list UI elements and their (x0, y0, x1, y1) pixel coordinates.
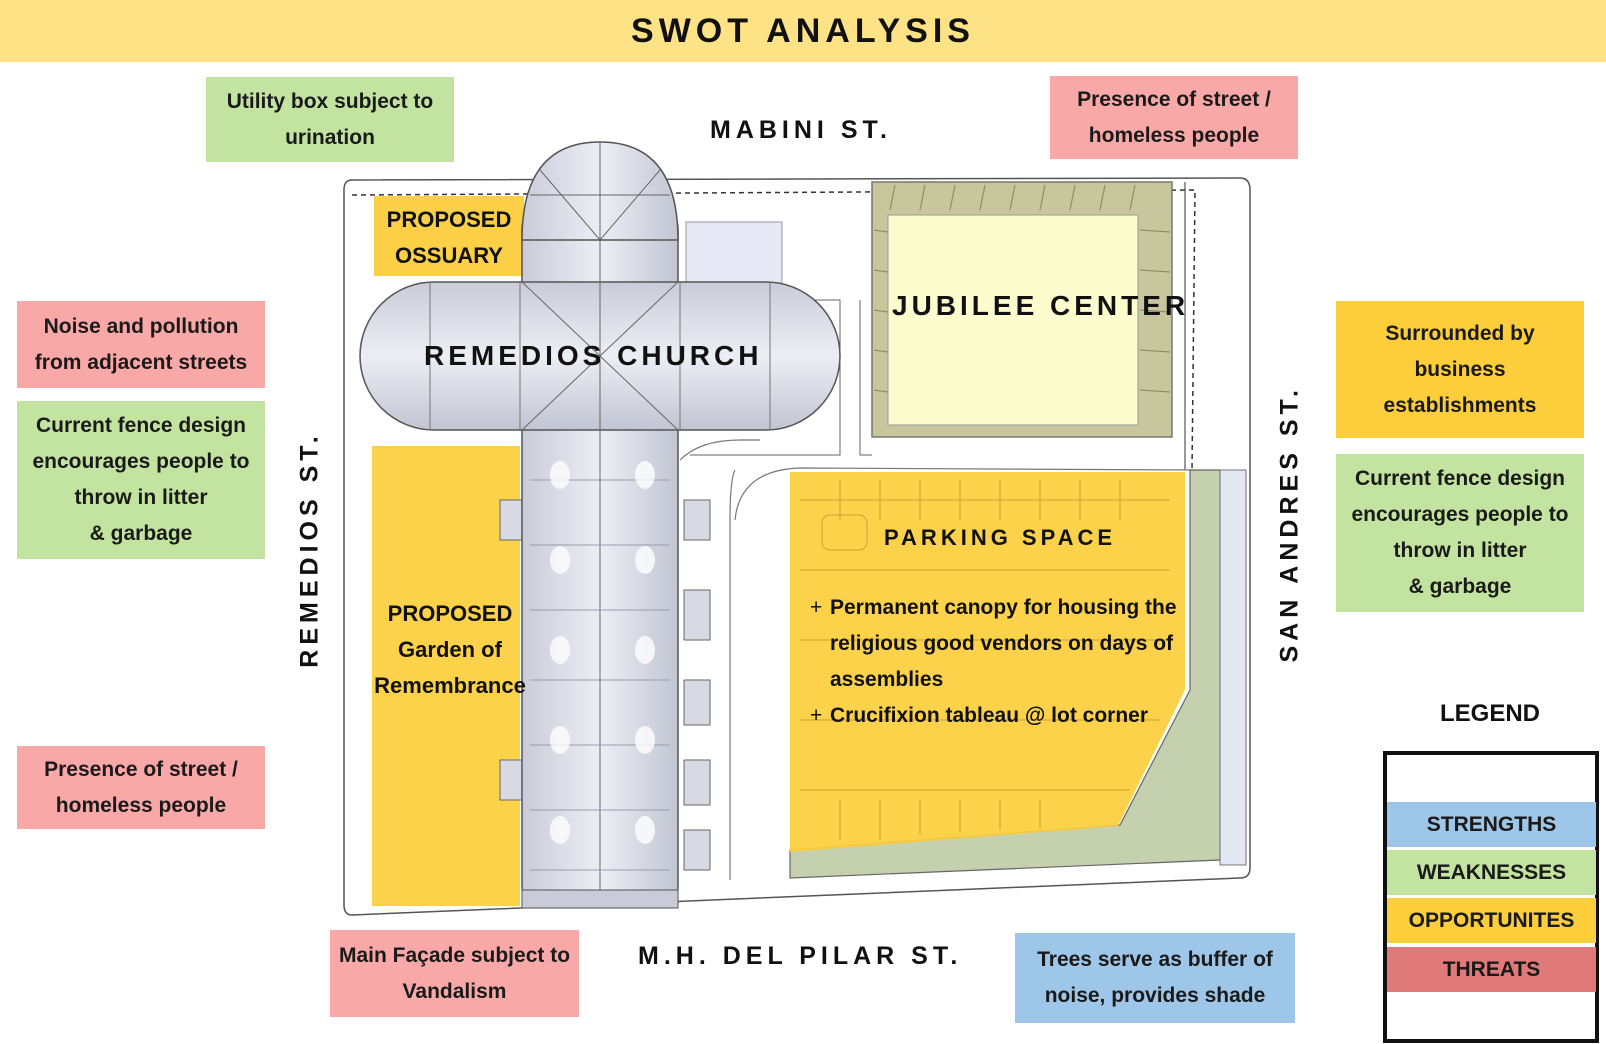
legend-weaknesses: WEAKNESSES (1387, 850, 1596, 895)
title-banner (0, 0, 1606, 62)
street-san-andres: SAN ANDRES ST. (1275, 385, 1304, 663)
sidewalk-strip (1219, 469, 1247, 866)
parking-label: PARKING SPACE (884, 525, 1117, 550)
garden-label: PROPOSED Garden of Remembrance (374, 601, 526, 698)
bullet-canopy: + Permanent canopy for housing the relig… (810, 590, 1180, 698)
jubilee-label: JUBILEE CENTER (892, 290, 1190, 321)
note-facade: Main Façade subject to Vandalism (330, 930, 579, 1017)
note-trees: Trees serve as buffer of noise, provides… (1015, 933, 1295, 1023)
plus-icon: + (810, 596, 823, 619)
bullet-tableau: + Crucifixion tableau @ lot corner (810, 698, 1180, 734)
parking-bullets: + Permanent canopy for housing the relig… (810, 590, 1180, 734)
legend-threats: THREATS (1387, 947, 1596, 992)
legend-opportunities: OPPORTUNITES (1387, 898, 1596, 943)
page-title: SWOT ANALYSIS (631, 12, 975, 50)
ossuary-area (374, 196, 524, 276)
legend-box (1383, 751, 1599, 1043)
jubilee-floor (887, 214, 1139, 426)
parking-area (790, 472, 1185, 852)
street-remedios: REMEDIOS ST. (295, 431, 324, 668)
driveway-curve (734, 467, 1196, 521)
note-presence-left: Presence of street / homeless people (17, 746, 265, 829)
church-front (521, 889, 679, 909)
note-fence-left: Current fence design encourages people t… (17, 401, 265, 559)
note-surrounded: Surrounded by business establishments (1336, 301, 1584, 438)
legend-strengths: STRENGTHS (1387, 802, 1596, 847)
ossuary-label: PROPOSED OSSUARY (386, 207, 512, 268)
street-mabini: MABINI ST. (710, 116, 892, 144)
plus-icon: + (810, 704, 823, 727)
street-del-pilar: M.H. DEL PILAR ST. (638, 942, 963, 970)
note-fence-right: Current fence design encourages people t… (1336, 454, 1584, 612)
note-noise-pollution: Noise and pollution from adjacent street… (17, 301, 265, 388)
driveway (679, 439, 760, 880)
lot-boundary (343, 177, 1251, 916)
note-utility-box: Utility box subject to urination (206, 77, 454, 162)
garden-area (372, 446, 520, 906)
church-label: REMEDIOS CHURCH (424, 340, 763, 371)
legend-title: LEGEND (1439, 700, 1540, 727)
note-presence-top: Presence of street / homeless people (1050, 76, 1298, 159)
